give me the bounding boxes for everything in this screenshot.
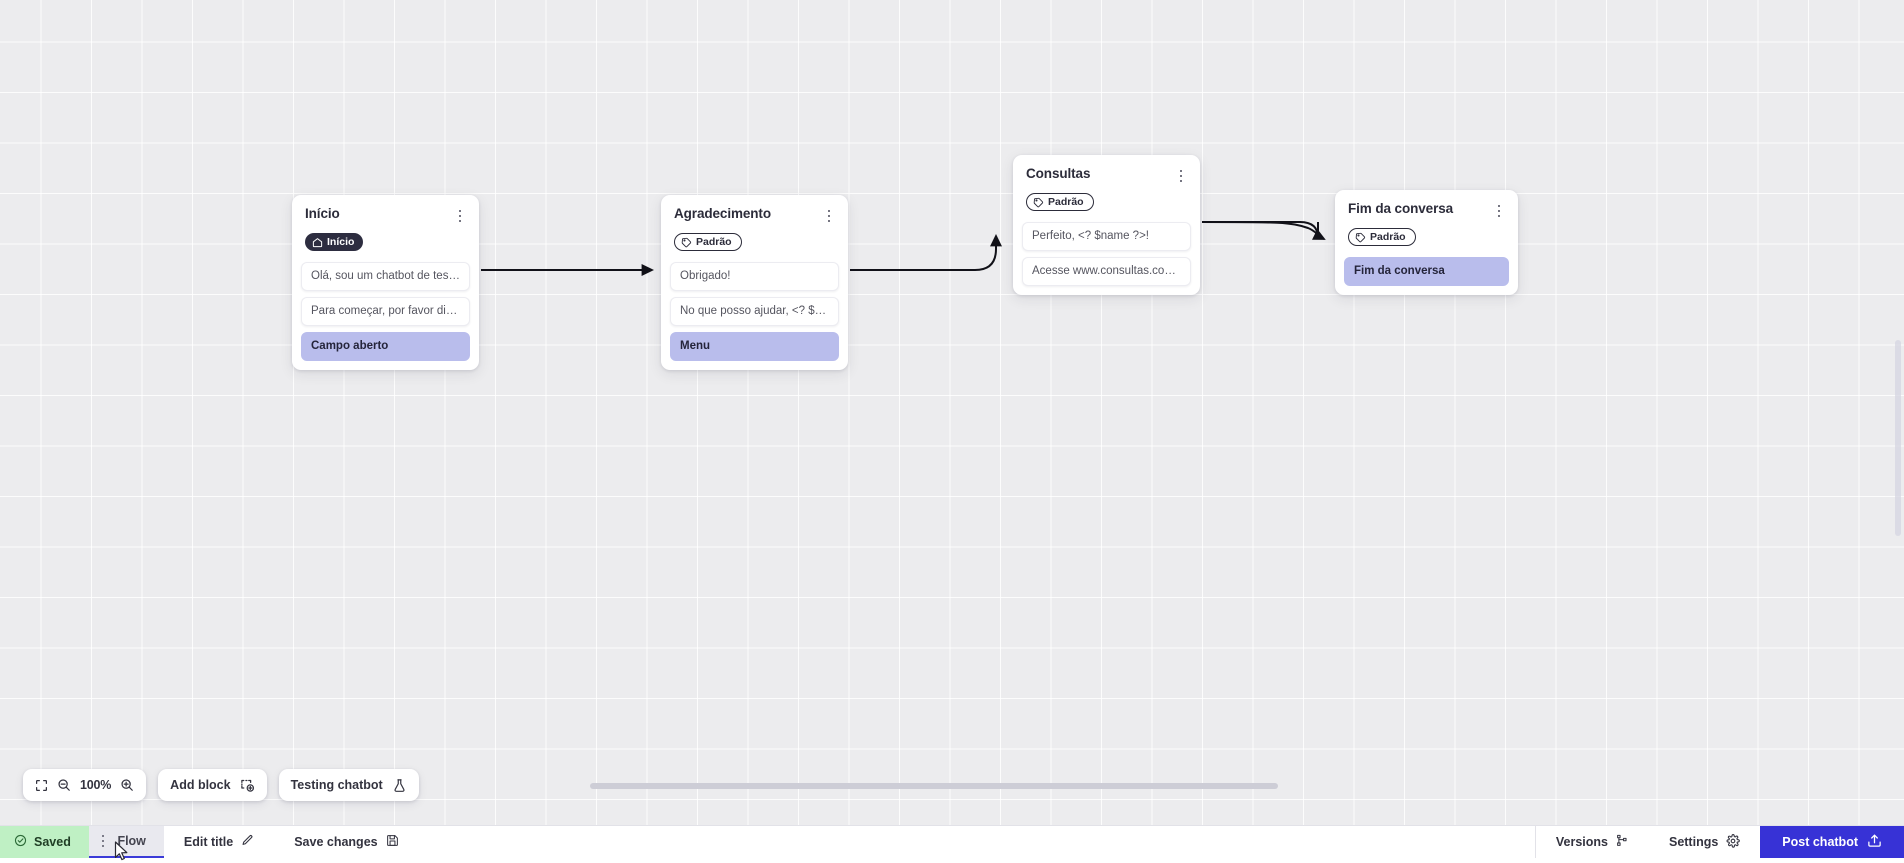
fit-screen-icon[interactable] (35, 779, 48, 792)
node-tag-label: Padrão (696, 236, 732, 248)
add-block-icon (240, 778, 255, 793)
flow-node-consultas[interactable]: Consultas Padrão Perfeito, <? $name ?>! … (1013, 155, 1200, 295)
post-chatbot-button[interactable]: Post chatbot (1760, 826, 1904, 858)
flow-node-inicio[interactable]: Início Início Olá, sou um chatbot de tes… (292, 195, 479, 370)
flow-tab-menu-icon[interactable] (95, 835, 112, 848)
post-chatbot-label: Post chatbot (1782, 835, 1858, 849)
node-row-accent[interactable]: Campo aberto (301, 332, 470, 361)
node-row[interactable]: Acesse www.consultas.com par... (1022, 257, 1191, 286)
edge-consultas-fim-seg1 (1202, 222, 1318, 238)
check-circle-icon (14, 834, 27, 850)
node-title: Início (305, 206, 340, 222)
node-tag-row: Início (301, 225, 470, 253)
add-block-button[interactable]: Add block (158, 769, 266, 801)
node-title: Fim da conversa (1348, 201, 1453, 217)
zoom-in-icon[interactable] (120, 778, 134, 792)
save-changes-label: Save changes (294, 835, 377, 849)
node-title: Consultas (1026, 166, 1090, 182)
node-menu-button[interactable] (1173, 167, 1189, 185)
settings-label: Settings (1669, 835, 1718, 849)
zoom-out-icon[interactable] (57, 778, 71, 792)
edit-title-label: Edit title (184, 835, 233, 849)
bottom-bar: Saved Flow Edit title Save changes (0, 825, 1904, 858)
bottom-bar-right: Versions Settings Post ch (1535, 826, 1904, 858)
node-rows: Olá, sou um chatbot de teste! Para começ… (301, 262, 470, 361)
vertical-scrollbar[interactable] (1895, 340, 1901, 536)
node-row-accent[interactable]: Fim da conversa (1344, 257, 1509, 286)
node-tag-label: Padrão (1048, 196, 1084, 208)
zoom-controls: 100% (23, 769, 146, 801)
node-rows: Perfeito, <? $name ?>! Acesse www.consul… (1022, 222, 1191, 286)
node-tag-label: Padrão (1370, 231, 1406, 243)
flow-connectors (0, 0, 1904, 825)
node-tag-padrao[interactable]: Padrão (1026, 193, 1094, 211)
node-menu-button[interactable] (821, 207, 837, 225)
pencil-icon (241, 834, 254, 850)
node-row[interactable]: No que posso ajudar, <? $name ... (670, 297, 839, 326)
flow-node-agradecimento[interactable]: Agradecimento Padrão Obrigado! No que po… (661, 195, 848, 370)
node-rows: Obrigado! No que posso ajudar, <? $name … (670, 262, 839, 361)
node-tag-inicio[interactable]: Início (305, 233, 363, 251)
node-header: Consultas (1022, 165, 1191, 185)
node-tag-row: Padrão (1022, 185, 1191, 213)
node-row[interactable]: Perfeito, <? $name ?>! (1022, 222, 1191, 251)
flow-node-fim-da-conversa[interactable]: Fim da conversa Padrão Fim da conversa (1335, 190, 1518, 295)
versions-button[interactable]: Versions (1536, 826, 1649, 858)
gear-icon (1726, 834, 1740, 851)
edge-consultas-fim (1202, 222, 1324, 239)
canvas-toolbar: 100% Add block (23, 769, 419, 801)
branch-icon (1616, 834, 1629, 850)
node-row[interactable]: Olá, sou um chatbot de teste! (301, 262, 470, 291)
upload-icon (1867, 833, 1882, 851)
edit-title-button[interactable]: Edit title (164, 826, 274, 858)
tag-icon (681, 237, 692, 248)
testing-chatbot-button[interactable]: Testing chatbot (279, 769, 419, 801)
bottom-bar-left: Saved Flow Edit title Save changes (0, 826, 419, 858)
node-tag-padrao[interactable]: Padrão (1348, 228, 1416, 246)
flask-icon (392, 778, 407, 793)
node-title: Agradecimento (674, 206, 771, 222)
node-tag-padrao[interactable]: Padrão (674, 233, 742, 251)
settings-button[interactable]: Settings (1649, 826, 1760, 858)
tag-icon (1033, 197, 1044, 208)
floppy-disk-icon (386, 834, 399, 850)
node-row[interactable]: Obrigado! (670, 262, 839, 291)
add-block-label: Add block (170, 778, 230, 792)
tab-flow[interactable]: Flow (89, 826, 164, 858)
testing-chatbot-label: Testing chatbot (291, 778, 383, 792)
node-menu-button[interactable] (1491, 202, 1507, 220)
edge-agradecimento-consultas (850, 236, 996, 270)
node-rows: Fim da conversa (1344, 257, 1509, 286)
node-tag-row: Padrão (1344, 220, 1509, 248)
tab-flow-label: Flow (117, 834, 145, 848)
node-header: Fim da conversa (1344, 200, 1509, 220)
save-changes-button[interactable]: Save changes (274, 826, 418, 858)
node-tag-row: Padrão (670, 225, 839, 253)
saved-label: Saved (34, 835, 71, 849)
saved-status-badge: Saved (0, 826, 89, 858)
node-header: Início (301, 205, 470, 225)
node-menu-button[interactable] (452, 207, 468, 225)
tag-icon (1355, 232, 1366, 243)
edge-consultas-fim-helper (1202, 221, 1318, 240)
node-row-accent[interactable]: Menu (670, 332, 839, 361)
home-icon (312, 237, 323, 248)
versions-label: Versions (1556, 835, 1608, 849)
node-header: Agradecimento (670, 205, 839, 225)
flow-canvas[interactable]: Início Início Olá, sou um chatbot de tes… (0, 0, 1904, 825)
node-row[interactable]: Para começar, por favor digite o ... (301, 297, 470, 326)
node-tag-label: Início (327, 236, 354, 248)
horizontal-scrollbar[interactable] (590, 783, 1278, 789)
zoom-level-label: 100% (80, 778, 111, 792)
